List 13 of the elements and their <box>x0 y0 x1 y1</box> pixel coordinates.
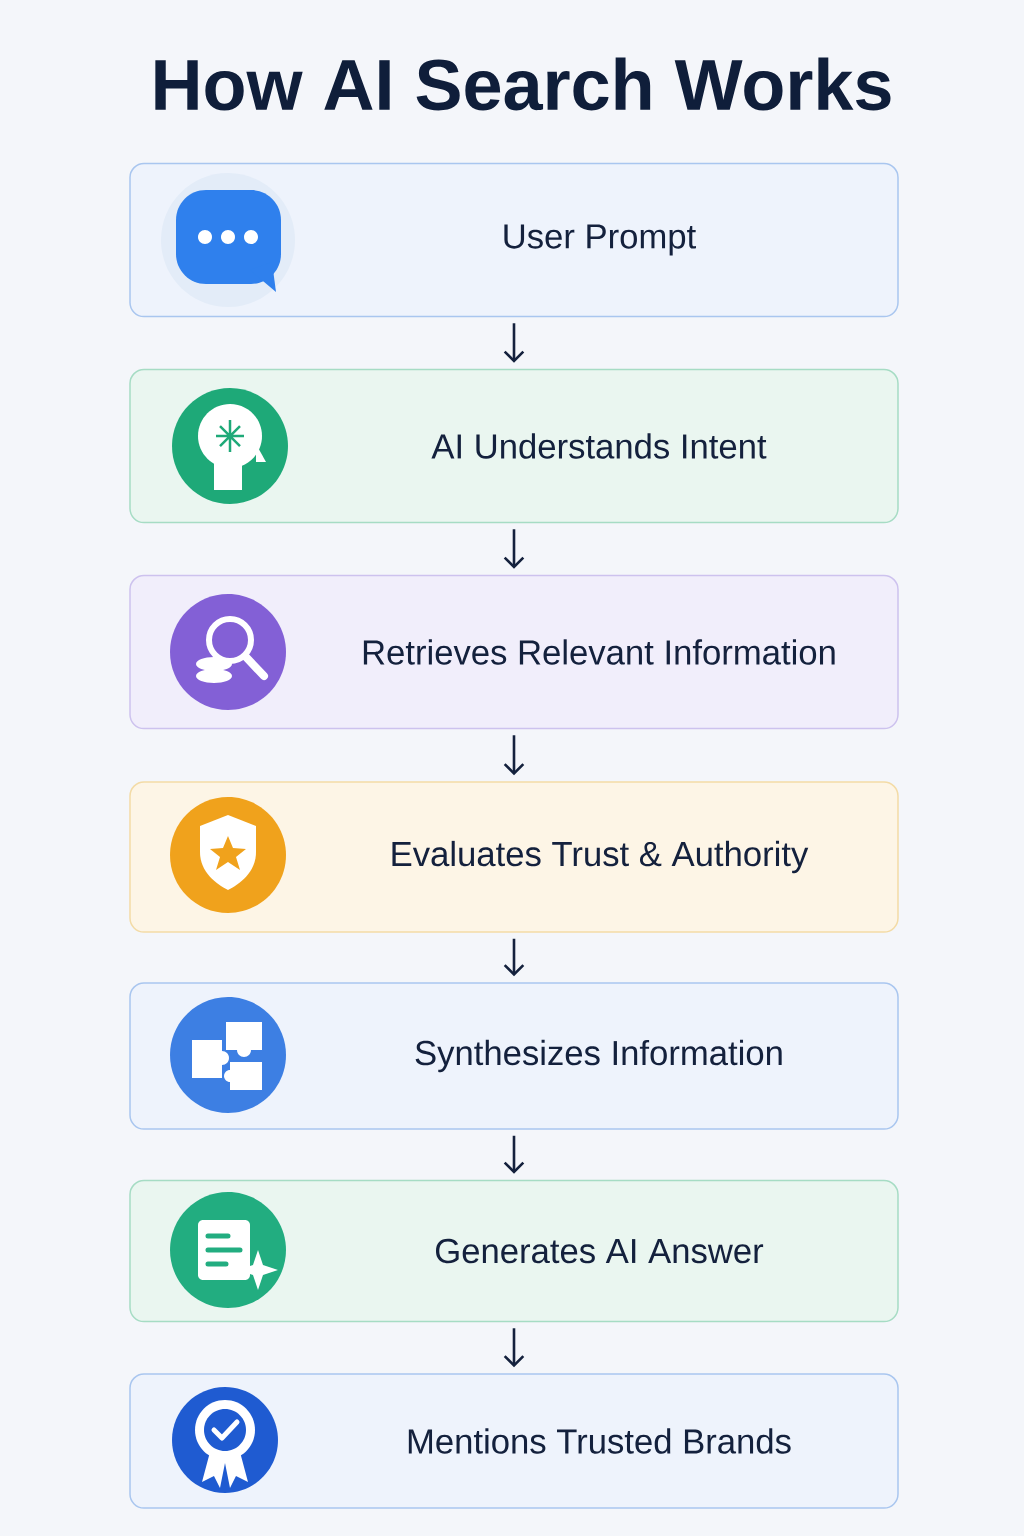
step-box: AI Understands Intent <box>129 368 899 524</box>
step-box: Evaluates Trust & Authority <box>129 781 899 933</box>
step-box: Retrieves Relevant Information <box>129 574 899 730</box>
arrow <box>503 938 525 977</box>
step-box: Synthesizes Information <box>129 982 899 1130</box>
step-box: Mentions Trusted Brands <box>129 1373 899 1509</box>
title: How AI Search Works <box>155 57 891 111</box>
arrow <box>503 735 525 776</box>
arrow <box>503 1328 525 1368</box>
arrow <box>503 1135 525 1174</box>
step-box: Generates AI Answer <box>129 1179 899 1323</box>
arrow <box>503 323 525 363</box>
arrow <box>503 529 525 569</box>
